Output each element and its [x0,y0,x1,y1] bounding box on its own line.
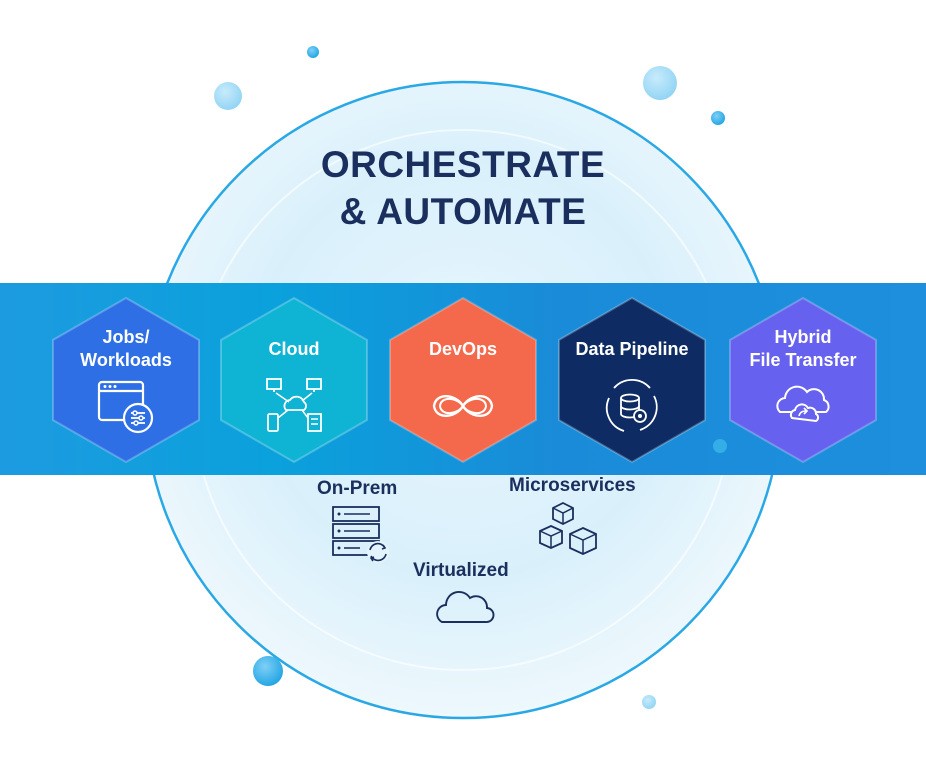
hex-label-line-2: Workloads [80,350,172,370]
server-icon [332,506,389,563]
bubble [643,66,677,100]
hexagon-shape [220,296,368,464]
onprem-label: On-Prem [317,478,398,499]
microservices-label: Microservices [509,475,636,496]
hex-jobs-workloads[interactable]: Jobs/ Workloads [51,296,201,464]
cloud-transfer-icon [776,385,830,423]
database-gear-icon [605,378,658,432]
hexagon-shape [729,296,877,464]
cloud-icon [436,591,495,623]
bubble [711,111,725,125]
network-cloud-icon [266,378,322,432]
hex-label-line-1: Cloud [268,339,320,359]
infinity-icon [432,395,494,417]
cubes-icon [539,501,597,555]
title-line-2: & AUTOMATE [339,191,587,232]
bubble [307,46,319,58]
hex-devops[interactable]: DevOps [388,296,538,464]
hex-label-line-1: Hybrid [774,327,832,347]
bubble [253,656,283,686]
hex-cloud[interactable]: Cloud [219,296,369,464]
hexagon-shape [52,296,200,464]
hex-label-line-1: Data Pipeline [575,339,689,359]
hexagon-shape [389,296,537,464]
bubble [642,695,656,709]
hex-label-line-1: Jobs/ [102,327,150,347]
hex-label-line-1: DevOps [428,339,498,359]
hex-data-pipeline[interactable]: Data Pipeline [557,296,707,464]
bubble [214,82,242,110]
virtualized-label: Virtualized [413,560,509,581]
hex-hybrid-file-transfer[interactable]: Hybrid File Transfer [728,296,878,464]
hex-label-line-2: File Transfer [749,350,857,370]
window-settings-icon [97,380,154,434]
title-line-1: ORCHESTRATE [320,144,606,185]
